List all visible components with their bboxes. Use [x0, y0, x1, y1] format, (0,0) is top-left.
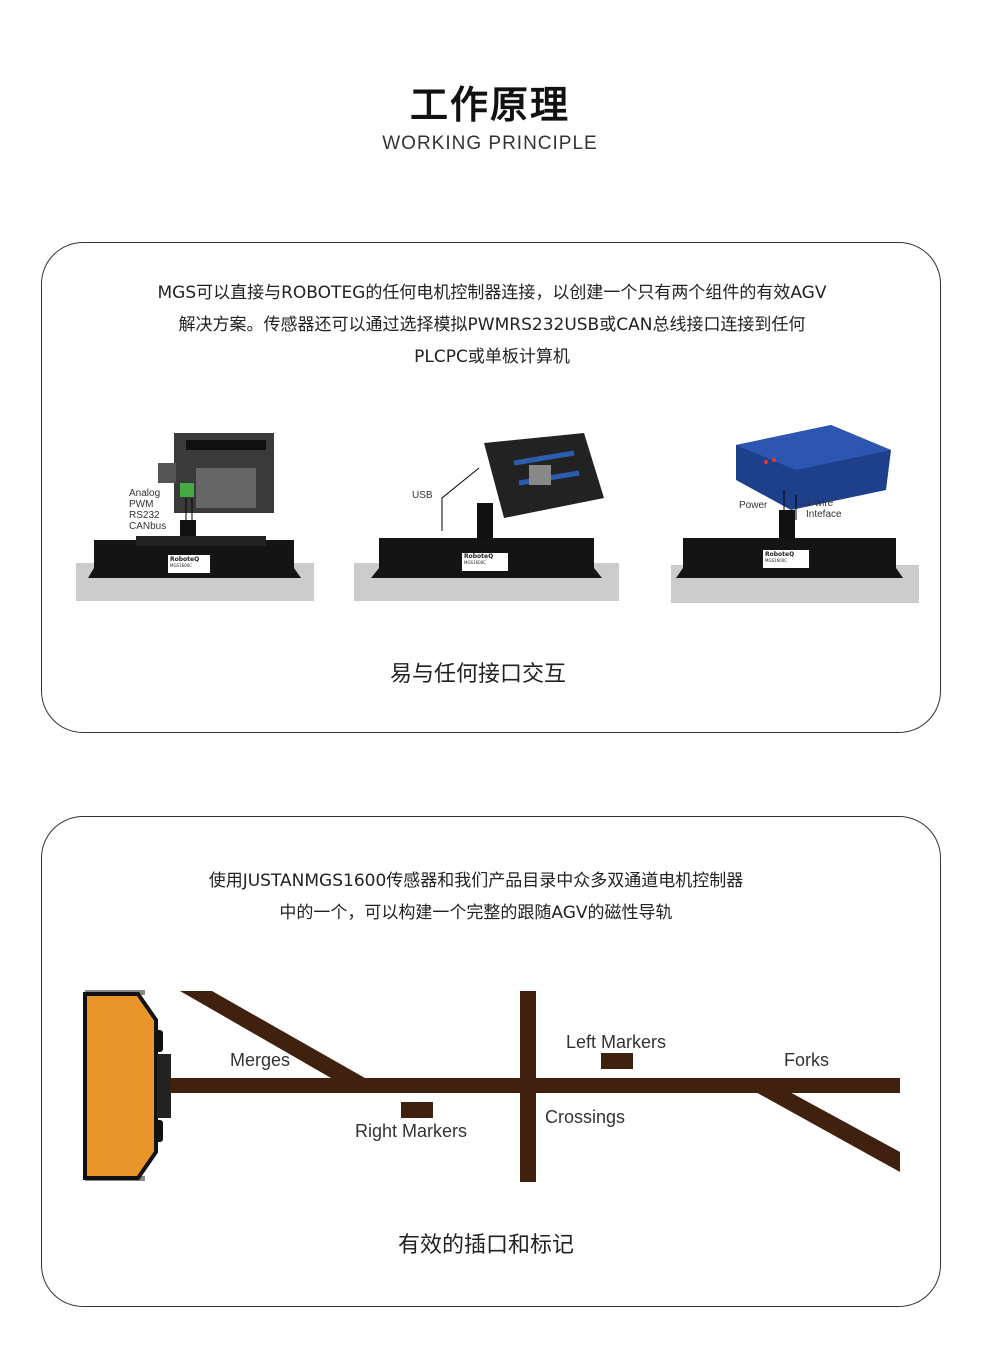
brand-label: RoboteQ	[464, 553, 494, 560]
power-label: Power	[739, 500, 768, 511]
one-wire-line: 1-wire	[806, 498, 834, 509]
usb-sensor-illustration	[354, 433, 619, 601]
brand-label: RoboteQ	[170, 556, 200, 563]
right-markers-label: Right Markers	[355, 1121, 468, 1141]
crossings-label: Crossings	[545, 1107, 626, 1127]
brand-label: RoboteQ	[765, 551, 795, 558]
label-canbus: CANbus	[129, 521, 167, 532]
label-analog: Analog	[129, 488, 161, 499]
description-line: PLCPC或单板计算机	[414, 347, 570, 367]
track-description: 使用JUSTANMGS1600传感器和我们产品目录中众多双通道电机控制器 中的一…	[26, 865, 926, 929]
track-caption: 有效的插口和标记	[397, 1233, 574, 1258]
left-marker	[601, 1053, 633, 1069]
one-wire-label: 1-wire Inteface	[806, 498, 842, 520]
plc-connection-image: Analog PWM RS232 CANbus RoboteQ MGS1600C	[76, 428, 314, 601]
usb-connection-image: USB RoboteQ MGS1600C	[354, 423, 619, 601]
model-label: MGS1600C	[765, 558, 788, 563]
track-lines	[170, 991, 900, 1182]
label-rs232: RS232	[129, 510, 160, 521]
right-marker	[401, 1102, 433, 1118]
description-line: 解决方案。传感器还可以通过选择模拟PWMRS232USB或CAN总线接口连接到任…	[178, 315, 806, 335]
merges-label: Merges	[230, 1050, 291, 1070]
label-pwm: PWM	[129, 499, 154, 510]
interface-caption: 易与任何接口交互	[389, 662, 566, 687]
crossing-track	[520, 991, 536, 1182]
model-label: MGS1600C	[170, 563, 193, 568]
magnetic-track-card: 使用JUSTANMGS1600传感器和我们产品目录中众多双通道电机控制器 中的一…	[41, 816, 941, 1307]
description-line: 使用JUSTANMGS1600传感器和我们产品目录中众多双通道电机控制器	[208, 871, 744, 891]
interface-card: MGS可以直接与ROBOTEG的任何电机控制器连接，以创建一个只有两个组件的有效…	[41, 242, 941, 733]
page-title: 工作原理	[409, 83, 570, 127]
description-line: 中的一个，可以构建一个完整的跟随AGV的磁性导轨	[279, 903, 673, 923]
robot-icon	[83, 990, 171, 1181]
usb-label: USB	[412, 490, 433, 501]
interface-line: Inteface	[806, 509, 842, 520]
controller-connection-image: Power 1-wire Inteface RoboteQ MGS1600C	[671, 420, 919, 603]
left-markers-label: Left Markers	[566, 1032, 667, 1052]
description-line: MGS可以直接与ROBOTEG的任何电机控制器连接，以创建一个只有两个组件的有效…	[157, 283, 827, 303]
model-label: MGS1600C	[464, 560, 487, 565]
plc-sensor-illustration	[76, 433, 314, 601]
page-subtitle: WORKING PRINCIPLE	[382, 133, 598, 154]
controller-sensor-illustration	[671, 425, 919, 603]
merge-track	[180, 991, 372, 1082]
interface-labels: Analog PWM RS232 CANbus	[129, 488, 166, 532]
forks-label: Forks	[784, 1050, 829, 1070]
interface-description: MGS可以直接与ROBOTEG的任何电机控制器连接，以创建一个只有两个组件的有效…	[42, 277, 942, 373]
fork-track	[752, 1090, 900, 1172]
